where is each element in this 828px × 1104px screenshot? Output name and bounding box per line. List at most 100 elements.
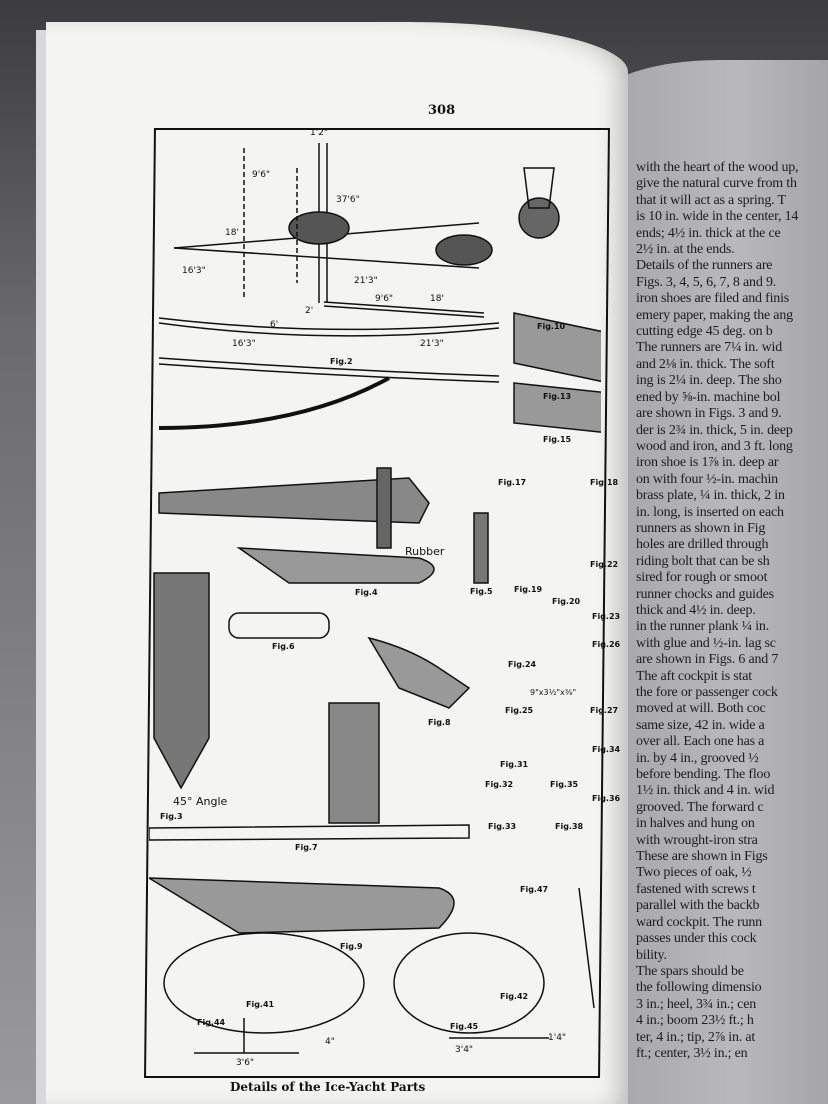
text-line: the following dimensio xyxy=(636,980,762,996)
dimension-label: 18' xyxy=(430,294,444,304)
fig-3-runner-section xyxy=(153,572,210,790)
text-line: wood and iron, and 3 ft. long xyxy=(636,438,793,454)
text-line: ft.; center, 3½ in.; en xyxy=(636,1045,748,1061)
figure-label: Fig.42 xyxy=(500,992,529,1001)
fig-7-runner-plank xyxy=(149,702,470,841)
text-line: 2½ in. at the ends. xyxy=(636,242,735,258)
text-line: iron shoes are filed and finis xyxy=(636,291,790,307)
dimension-label: 9'6" xyxy=(252,170,271,180)
figure-label: Fig.31 xyxy=(500,760,529,769)
dimension-label: 18' xyxy=(225,228,239,238)
text-line: Two pieces of oak, ½ xyxy=(636,865,752,881)
figure-label: Fig.33 xyxy=(488,822,517,831)
text-line: and 2⅛ in. thick. The soft xyxy=(636,356,775,372)
text-line: cutting edge 45 deg. on b xyxy=(636,324,773,340)
fig-10-fittings xyxy=(518,167,560,239)
text-line: passes under this cock xyxy=(636,931,757,947)
fig-4-rudder xyxy=(158,376,435,584)
figure-label: Fig.18 xyxy=(590,478,619,487)
figure-label: Fig.13 xyxy=(543,392,572,401)
text-line: ward cockpit. The runn xyxy=(636,914,762,930)
text-line: runners as shown in Fig xyxy=(636,520,766,536)
text-line: emery paper, making the ang xyxy=(636,307,793,323)
dimension-label: 4" xyxy=(325,1037,335,1047)
figure-label: Fig.5 xyxy=(470,587,493,596)
figure-label: Fig.38 xyxy=(555,822,584,831)
text-line: ter, 4 in.; tip, 2⅞ in. at xyxy=(636,1029,756,1045)
figure-label: Fig.23 xyxy=(592,612,621,621)
text-line: grooved. The forward c xyxy=(636,799,764,815)
text-line: that it will act as a spring. T xyxy=(636,192,786,208)
rubber-label: Rubber xyxy=(405,545,445,558)
figure-label: Fig.10 xyxy=(537,322,566,331)
figure-label: Fig.24 xyxy=(508,660,537,669)
figure-label: Fig.47 xyxy=(520,885,549,894)
text-line: parallel with the backb xyxy=(636,898,760,914)
text-line: before bending. The floo xyxy=(636,767,771,783)
figure-label: Fig.2 xyxy=(330,357,353,366)
text-line: The aft cockpit is stat xyxy=(636,668,752,684)
figure-label: Fig.8 xyxy=(428,718,451,727)
text-line: iron shoe is 1⅞ in. deep ar xyxy=(636,455,779,471)
figure-caption: Details of the Ice-Yacht Parts xyxy=(230,1080,426,1094)
right-page-text-top: with the heart of the wood up,give the n… xyxy=(636,160,826,521)
text-line: 4 in.; boom 23½ ft.; h xyxy=(636,1013,754,1029)
text-line: is 10 in. wide in the center, 14 xyxy=(636,209,799,225)
text-line: on with four ½-in. machin xyxy=(636,471,778,487)
dimension-label: 21'3" xyxy=(420,339,444,349)
dimension-label: 21'3" xyxy=(354,276,378,286)
text-line: The runners are 7¼ in. wid xyxy=(636,340,783,356)
figure-label: Fig.4 xyxy=(355,588,378,597)
text-line: Details of the runners are xyxy=(636,258,773,274)
fig-44-fig-45-cleats xyxy=(194,1018,549,1054)
dimension-label: 16'3" xyxy=(232,339,256,349)
text-line: ends; 4½ in. thick at the ce xyxy=(636,225,781,241)
text-line: brass plate, ¼ in. thick, 2 in xyxy=(636,488,785,504)
figure-label: Fig.15 xyxy=(543,435,572,444)
fig-13-15-planks xyxy=(513,312,601,433)
figure-label: Fig.35 xyxy=(550,780,579,789)
text-line: 3 in.; heel, 3¾ in.; cen xyxy=(636,996,757,1012)
figure-label: Fig.32 xyxy=(485,780,514,789)
fig-6-chock xyxy=(228,612,330,639)
fig-46-spar xyxy=(578,887,595,1009)
dimension-label: 9'6" xyxy=(375,294,394,304)
text-line: in halves and hung on xyxy=(636,816,755,832)
figure-label: Fig.17 xyxy=(498,478,527,487)
figure-label: Fig.20 xyxy=(552,597,581,606)
figure-label: Fig.7 xyxy=(295,843,318,852)
figure-label: Fig.19 xyxy=(514,585,543,594)
figure-label: Fig.34 xyxy=(592,745,621,754)
text-line: give the natural curve from th xyxy=(636,176,797,192)
figure-label: Fig.6 xyxy=(272,642,295,651)
text-line: der is 2¾ in. thick, 5 in. deep xyxy=(636,422,793,438)
text-line: are shown in Figs. 3 and 9. xyxy=(636,406,782,422)
text-line: The spars should be xyxy=(636,963,744,979)
dimension-label: 9"x3½"x⅜" xyxy=(530,688,577,697)
figure-label: Fig.26 xyxy=(592,640,621,649)
dimension-label: 1'2" xyxy=(310,128,329,138)
text-line: riding bolt that can be sh xyxy=(636,553,770,569)
fig-5-bolt xyxy=(473,512,489,584)
right-page-text: with the heart of the wood up,give the n… xyxy=(636,160,826,1062)
figure-label: Fig.25 xyxy=(505,706,534,715)
dimension-label: 2' xyxy=(305,306,314,316)
dimension-label: 3'6" xyxy=(236,1058,255,1068)
angle-label: 45° Angle xyxy=(173,795,228,808)
figure-label: Fig.22 xyxy=(590,560,619,569)
text-line: sired for rough or smoot xyxy=(636,570,768,586)
text-line: in. by 4 in., grooved ½ xyxy=(636,750,759,766)
text-line: in the runner plank ¼ in. xyxy=(636,619,770,635)
figure-label: Fig.45 xyxy=(450,1022,479,1031)
text-line: These are shown in Figs xyxy=(636,849,768,865)
text-line: moved at will. Both coc xyxy=(636,701,766,717)
text-line: bility. xyxy=(636,947,667,963)
text-line: over all. Each one has a xyxy=(636,734,765,750)
figure-label: Fig.36 xyxy=(592,794,621,803)
dimension-label: 1'4" xyxy=(548,1033,567,1043)
text-line: with glue and ½-in. lag sc xyxy=(636,635,776,651)
fig-2-runner-plank xyxy=(158,317,500,383)
ice-yacht-drawings xyxy=(149,143,601,1054)
